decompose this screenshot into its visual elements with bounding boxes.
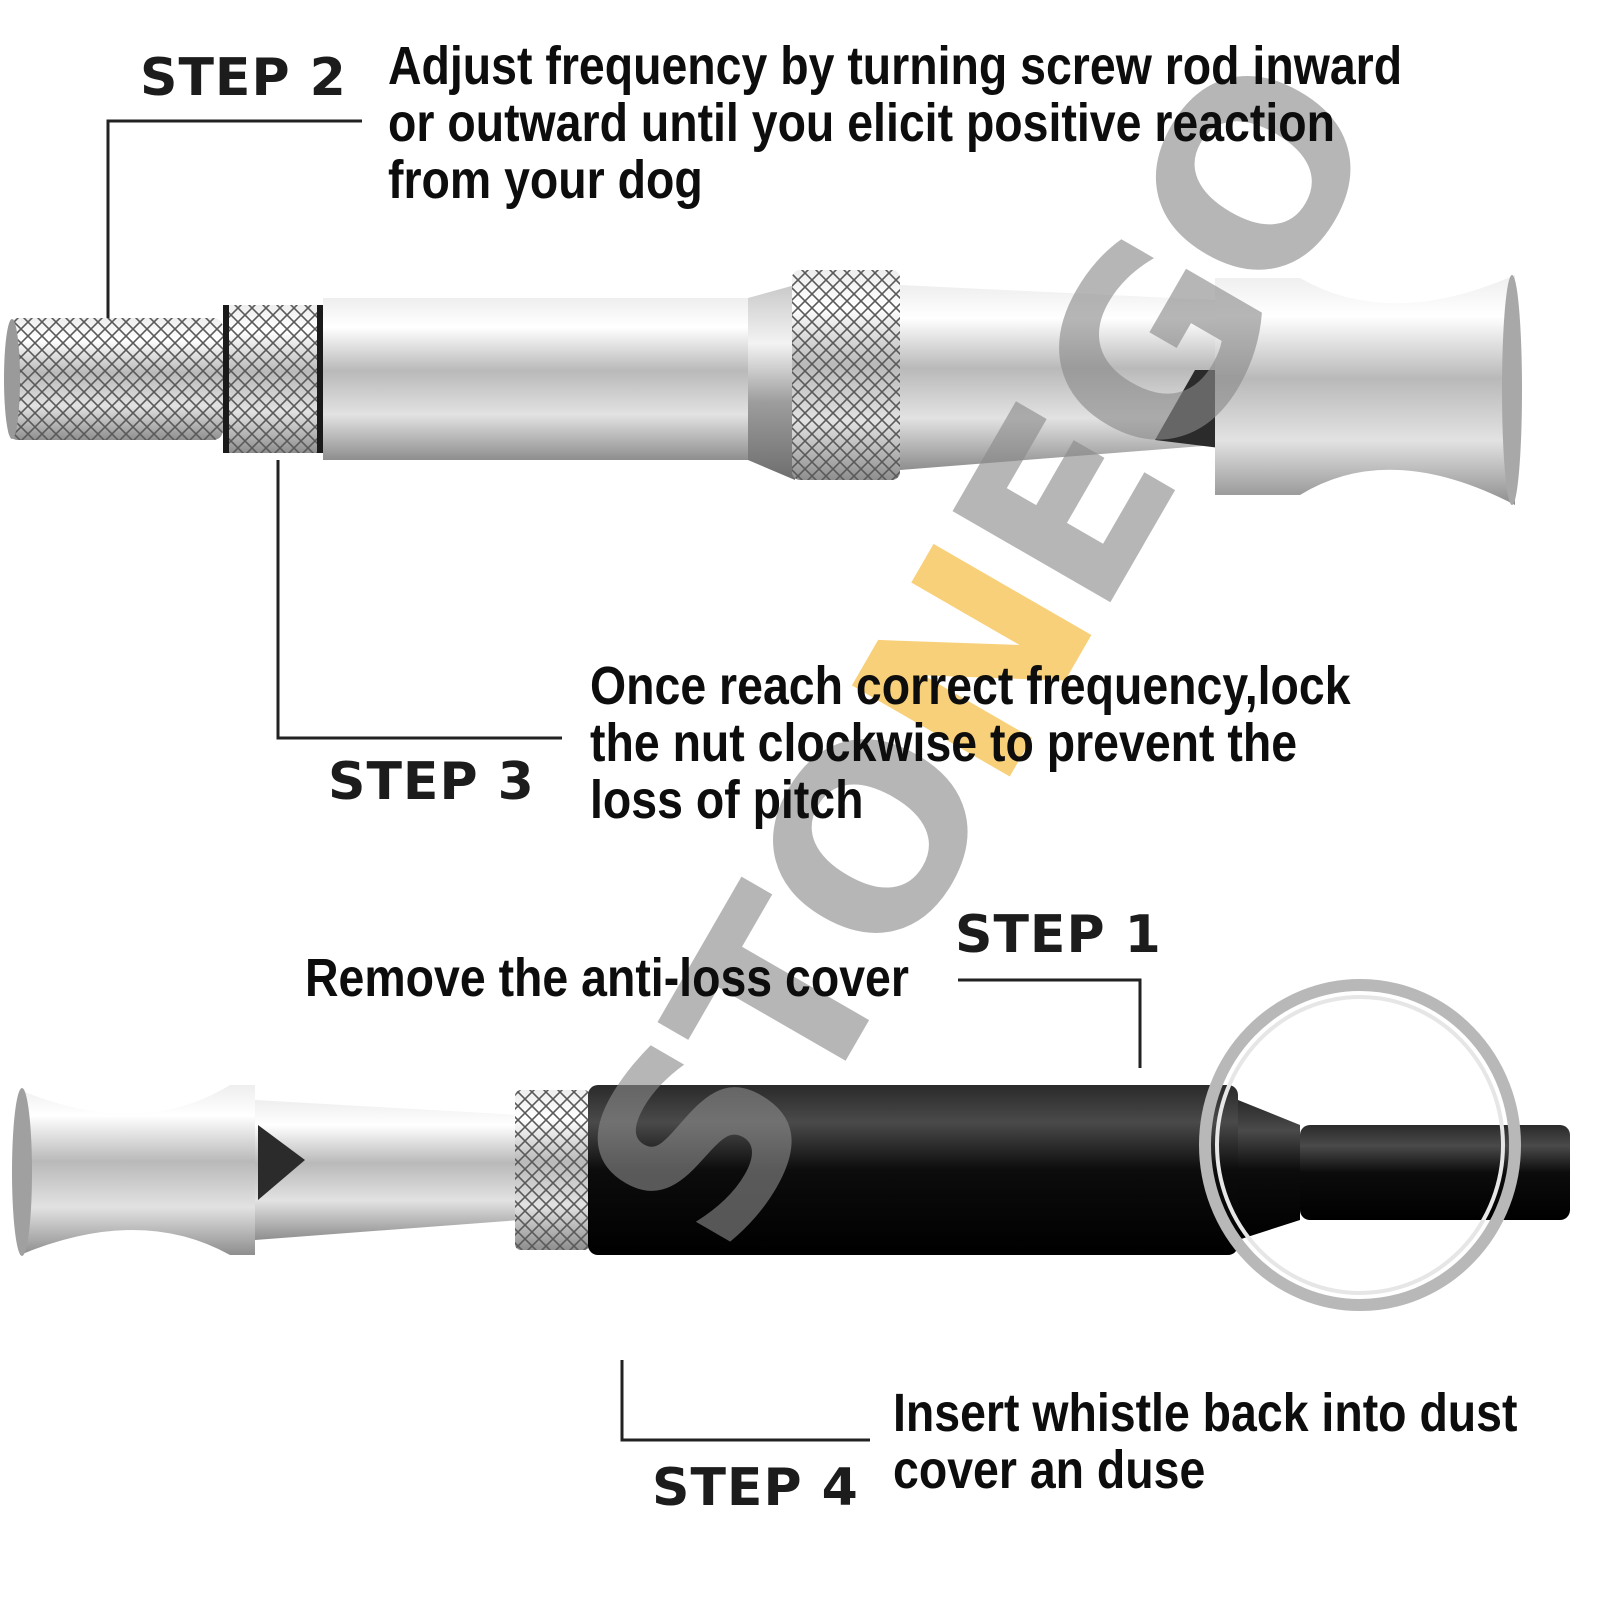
step4-line: cover an duse xyxy=(893,1440,1206,1500)
bottom-whistle xyxy=(12,979,1570,1311)
step3-line: loss of pitch xyxy=(590,770,864,830)
step4-label: STEP 4 xyxy=(652,1458,859,1518)
step2-line: or outward until you elicit positive rea… xyxy=(388,93,1335,153)
step3-line: the nut clockwise to prevent the xyxy=(590,713,1298,773)
leader-lines xyxy=(106,119,1142,1442)
step2-leader xyxy=(106,119,362,318)
step1-line: Remove the anti-loss cover xyxy=(305,948,909,1008)
step3-instructions: Once reach correct frequency,lock the nu… xyxy=(590,658,1351,829)
step2-line: Adjust frequency by turning screw rod in… xyxy=(388,36,1403,96)
bottom-whistle-opening xyxy=(258,1125,305,1200)
step1-instructions: Remove the anti-loss cover xyxy=(305,950,909,1007)
step2-line: from your dog xyxy=(388,150,703,210)
step4-line: Insert whistle back into dust xyxy=(893,1383,1518,1443)
top-barrel xyxy=(323,298,748,460)
step1-label: STEP 1 xyxy=(955,905,1162,965)
anti-loss-cover xyxy=(588,1085,1238,1255)
step3-leader xyxy=(276,460,562,740)
step3-line: Once reach correct frequency,lock xyxy=(590,656,1351,716)
step2-label: STEP 2 xyxy=(140,48,347,108)
step2-instructions: Adjust frequency by turning screw rod in… xyxy=(388,38,1402,209)
bottom-mouthpiece xyxy=(20,1085,255,1255)
whistle-opening xyxy=(1155,370,1220,448)
step3-label: STEP 3 xyxy=(328,752,535,812)
step4-leader xyxy=(620,1360,870,1442)
top-whistle xyxy=(4,270,1522,505)
step4-instructions: Insert whistle back into dust cover an d… xyxy=(893,1385,1517,1499)
step1-leader xyxy=(958,978,1142,1068)
top-mouthpiece xyxy=(1215,275,1515,505)
key-ring xyxy=(1199,979,1521,1311)
